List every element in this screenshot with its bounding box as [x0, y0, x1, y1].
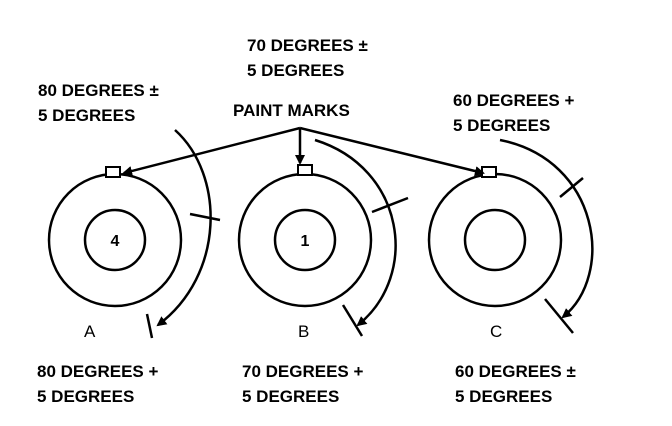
bottom-center-label: 70 DEGREES + 5 DEGREES — [242, 359, 363, 409]
wheel-c — [427, 166, 563, 308]
paint-mark-a — [105, 166, 121, 178]
rotation-arc-a — [145, 129, 221, 339]
paint-mark-b — [297, 164, 313, 176]
top-left-line1: 80 DEGREES ± — [38, 81, 159, 100]
leader-to-a — [122, 126, 301, 176]
tick-start-b — [371, 196, 409, 214]
wheel-a-number: 4 — [111, 233, 120, 250]
top-center-line2: 5 DEGREES — [247, 61, 345, 80]
top-right-line2: 5 DEGREES — [453, 116, 551, 135]
paint-marks-label: PAINT MARKS — [233, 101, 350, 120]
leader-to-c — [299, 126, 485, 176]
top-right-label: 60 DEGREES + 5 DEGREES — [453, 88, 574, 138]
bottom-left-label: 80 DEGREES + 5 DEGREES — [37, 359, 158, 409]
rotation-arc-c — [499, 138, 594, 334]
bottom-center-line1: 70 DEGREES + — [242, 362, 364, 381]
bottom-right-label: 60 DEGREES ± 5 DEGREES — [455, 359, 576, 409]
tick-end-b — [341, 304, 364, 337]
tick-end-c — [544, 298, 574, 334]
bottom-left-line2: 5 DEGREES — [37, 387, 135, 406]
wheel-a-letter: A — [84, 322, 96, 341]
wheel-c-letter: C — [490, 322, 503, 341]
wheel-b: 1 — [237, 164, 373, 308]
paint-mark-leaders — [122, 126, 485, 176]
bottom-right-line1: 60 DEGREES ± — [455, 362, 576, 381]
top-left-line2: 5 DEGREES — [38, 106, 136, 125]
wheel-b-number: 1 — [301, 233, 310, 250]
wheel-a: 4 — [47, 166, 183, 308]
top-left-label: 80 DEGREES ± 5 DEGREES — [38, 78, 159, 128]
bottom-left-line1: 80 DEGREES + — [37, 362, 159, 381]
top-center-label: 70 DEGREES ± 5 DEGREES — [247, 33, 368, 83]
wheel-b-letter: B — [298, 322, 310, 341]
top-right-line1: 60 DEGREES + — [453, 91, 575, 110]
tick-start-c — [559, 177, 584, 198]
paint-mark-c — [481, 166, 497, 178]
bottom-right-line2: 5 DEGREES — [455, 387, 553, 406]
tick-end-a — [145, 313, 154, 339]
rotation-arc-b — [314, 138, 409, 337]
bottom-center-line2: 5 DEGREES — [242, 387, 340, 406]
tick-start-a — [189, 212, 221, 222]
top-center-line1: 70 DEGREES ± — [247, 36, 368, 55]
